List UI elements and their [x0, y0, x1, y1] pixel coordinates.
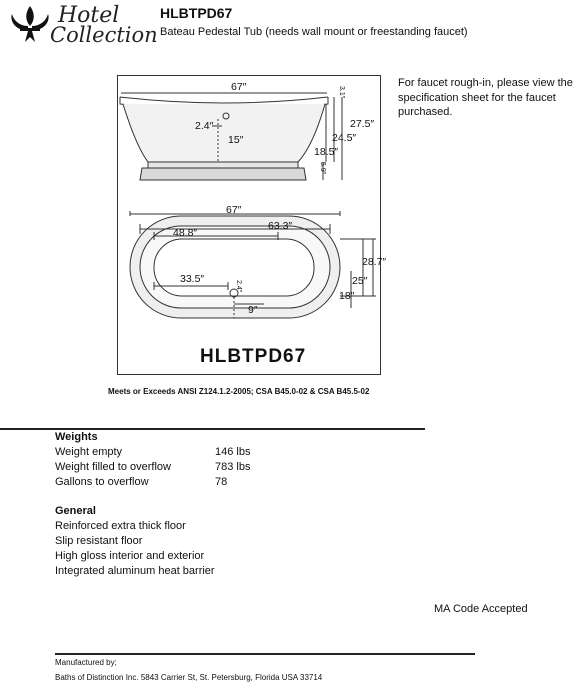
spec-row: Weight filled to overflow 783 lbs	[55, 460, 250, 475]
dim-top-drain-side: 9″	[248, 304, 258, 316]
fleur-de-lis-icon	[11, 6, 49, 42]
dim-top-inner-length: 63.3″	[268, 220, 293, 232]
dim-side-length: 67″	[231, 81, 247, 93]
dim-side-depth: 15″	[228, 134, 244, 146]
manufacturer-label: Manufactured by;	[55, 658, 117, 667]
dim-top-width: 28.7″	[362, 256, 387, 268]
dim-top-drain-offset: 33.5″	[180, 273, 205, 285]
dim-top-drain-dia: 2.4″	[235, 280, 242, 293]
manufacturer-address: Baths of Distinction Inc. 5843 Carrier S…	[55, 673, 323, 682]
section-divider	[0, 428, 425, 430]
dim-top-inner-width: 25″	[352, 275, 368, 287]
weights-heading: Weights	[55, 431, 98, 443]
general-heading: General	[55, 505, 96, 517]
dim-side-base-height: 5.9″	[319, 162, 326, 175]
dim-side-height-rim: 24.5″	[332, 132, 357, 144]
spec-row: Weight empty 146 lbs	[55, 445, 250, 460]
general-section: General Reinforced extra thick floor Sli…	[55, 505, 215, 579]
drawing-model-label: HLBTPD67	[200, 346, 307, 367]
spec-label: Weight filled to overflow	[55, 461, 171, 473]
model-description: Bateau Pedestal Tub (needs wall mount or…	[160, 26, 468, 38]
spec-label: Weight empty	[55, 446, 123, 458]
model-number: HLBTPD67	[160, 5, 233, 21]
feature-item: Integrated aluminum heat barrier	[55, 565, 215, 577]
dim-side-drain: 2.4″	[195, 120, 214, 132]
feature-item: Slip resistant floor	[55, 535, 143, 547]
footer-divider	[55, 653, 475, 655]
standards-compliance: Meets or Exceeds ANSI Z124.1.2-2005; CSA…	[108, 387, 370, 396]
dim-side-rim: 3.1″	[338, 86, 345, 99]
dim-top-bottom-length: 48.8″	[173, 227, 198, 239]
ma-code-note: MA Code Accepted	[434, 603, 528, 615]
dim-top-length: 67″	[226, 204, 242, 216]
spec-value: 78	[215, 476, 228, 488]
feature-item: High gloss interior and exterior	[55, 550, 205, 562]
weights-section: Weights Weight empty 146 lbs Weight fill…	[55, 431, 250, 490]
dim-top-bottom-width: 18″	[339, 290, 355, 302]
dim-side-height: 27.5″	[350, 118, 375, 130]
tub-drawing-lines	[119, 92, 376, 319]
dim-side-height-base: 18.5″	[314, 146, 339, 158]
brand-logo: Hotel Collection	[8, 3, 158, 47]
dimension-drawing: 67″ 3.1″ 2.4″ 15″ 27.5″ 24.5″ 18.5″ 5.9″…	[117, 75, 386, 375]
spec-value: 783 lbs	[215, 461, 251, 473]
logo-text-collection: Collection	[50, 23, 158, 47]
spec-row: Gallons to overflow 78	[55, 475, 227, 490]
spec-label: Gallons to overflow	[55, 476, 149, 488]
spec-value: 146 lbs	[215, 446, 251, 458]
logo-text-hotel: Hotel	[58, 3, 120, 28]
faucet-note: For faucet rough-in, please view the spe…	[398, 77, 573, 118]
feature-item: Reinforced extra thick floor	[55, 520, 186, 532]
